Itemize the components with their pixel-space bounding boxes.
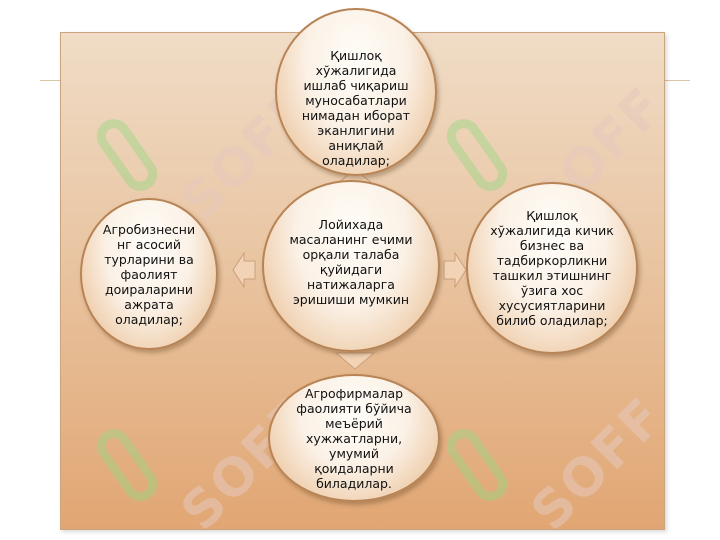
arrow-left-icon xyxy=(232,252,256,288)
node-left: Агробизнесни нг асосий турларини ва фаол… xyxy=(80,198,218,350)
node-right-text: Қишлоқ хўжалигида кичик бизнес ва тадбир… xyxy=(490,208,614,328)
node-top-text: Қишлоқ хўжалигида ишлаб чиқариш муносаба… xyxy=(301,48,411,168)
node-center: Лойихада масаланинг ечими орқали талаба … xyxy=(262,180,440,352)
arrow-down-icon xyxy=(335,352,375,370)
arrow-right-icon xyxy=(443,252,467,288)
node-top: Қишлоқ хўжалигида ишлаб чиқариш муносаба… xyxy=(275,8,437,176)
header-rule-left xyxy=(40,80,60,81)
node-left-text: Агробизнесни нг асосий турларини ва фаол… xyxy=(102,221,196,327)
header-rule-right xyxy=(665,80,690,81)
node-bottom-text: Агрофирмалар фаолияти бўйича меъёрий хуж… xyxy=(296,385,412,491)
node-center-text: Лойихада масаланинг ечими орқали талаба … xyxy=(289,217,413,307)
node-right: Қишлоқ хўжалигида кичик бизнес ва тадбир… xyxy=(466,182,638,354)
node-bottom: Агрофирмалар фаолияти бўйича меъёрий хуж… xyxy=(268,374,440,502)
